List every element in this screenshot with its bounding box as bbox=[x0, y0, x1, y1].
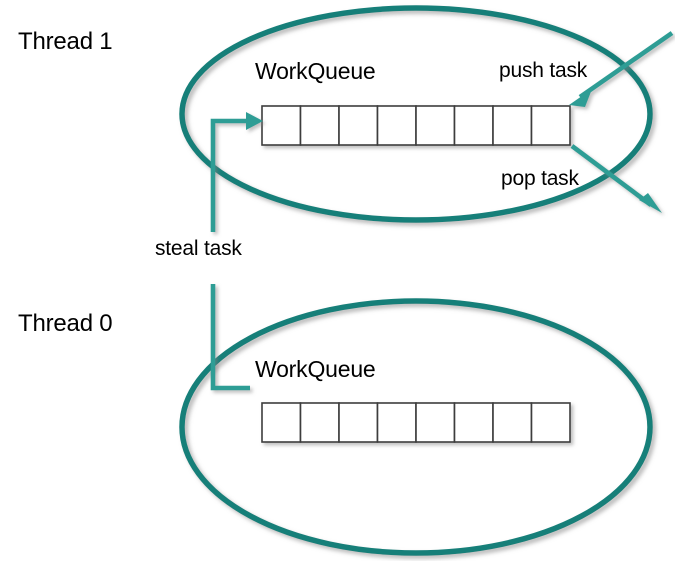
thread0-ellipse bbox=[179, 298, 653, 556]
steal-task-label: steal task bbox=[155, 237, 242, 260]
thread1-ellipse bbox=[179, 5, 653, 223]
thread0-label: Thread 0 bbox=[18, 310, 113, 337]
thread1-queue-label: WorkQueue bbox=[255, 58, 376, 84]
push-task-label: push task bbox=[499, 59, 588, 82]
thread1-queue-cells bbox=[261, 105, 571, 146]
thread1-label: Thread 1 bbox=[18, 28, 113, 55]
thread0-queue-cells bbox=[261, 402, 571, 443]
thread0-queue-label: WorkQueue bbox=[255, 356, 376, 382]
push-task-arrow bbox=[569, 31, 674, 107]
pop-task-arrow bbox=[570, 144, 662, 213]
pop-task-label: pop task bbox=[501, 167, 579, 190]
steal-task-arrow bbox=[210, 112, 263, 391]
